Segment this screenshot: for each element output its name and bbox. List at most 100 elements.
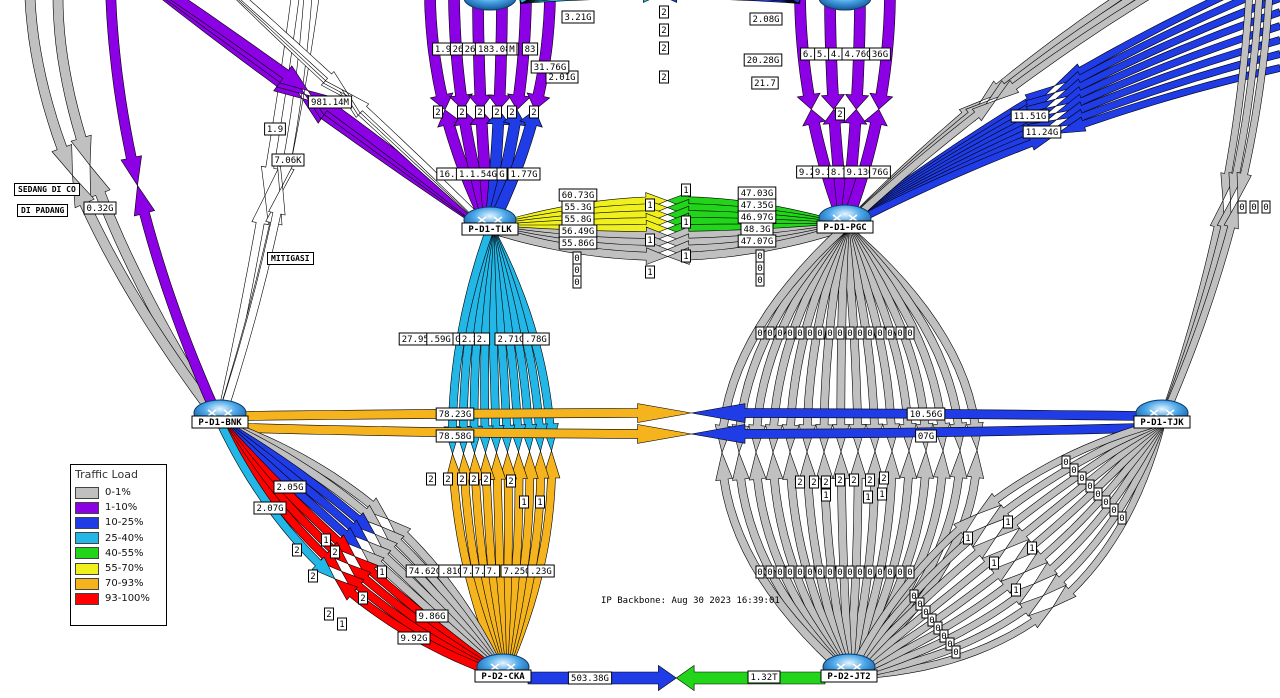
bnk-west-grey-a-in[interactable] (52, 0, 92, 167)
svg-text:26: 26 (465, 45, 476, 55)
label-count-top-5: 2 (529, 105, 539, 119)
links-layer (24, 0, 1280, 692)
tlk-top-5-in[interactable] (526, 0, 556, 111)
pgc-jt2-10-out[interactable] (798, 225, 850, 453)
tjk-north-grey-0-out[interactable] (1158, 199, 1226, 424)
center-top-8-in[interactable] (660, 0, 802, 4)
label-bnk-top-2: 7.06K (271, 153, 305, 167)
svg-text:2: 2 (661, 44, 666, 54)
center-top-0-out[interactable] (519, 0, 660, 4)
router-tjk[interactable]: P-D1-TJK (1133, 399, 1191, 429)
label-tlk-pgc-grey-left-1: 0 (572, 263, 582, 277)
router-tlk[interactable]: P-D1-TLK (461, 206, 519, 236)
tlk-pgc-8-in[interactable] (666, 222, 847, 265)
svg-text:9.86G: 9.86G (418, 612, 445, 622)
stamp-mitigasi: MITIGASI (267, 252, 314, 265)
svg-text:0: 0 (877, 329, 882, 339)
tjk-north-grey-2-in[interactable] (1236, 0, 1274, 202)
svg-text:1.9: 1.9 (267, 125, 283, 135)
label-count-mid-1: 1 (645, 198, 655, 212)
svg-text:0: 0 (897, 329, 902, 339)
bnk-west-purple-in[interactable] (105, 0, 142, 187)
svg-text:55.8G: 55.8G (564, 215, 591, 225)
tlk-west-white-2-in[interactable] (198, 0, 348, 94)
svg-text:0: 0 (827, 568, 832, 578)
pgc-ne-grey-2-out[interactable] (842, 99, 997, 231)
svg-text:0: 0 (1111, 506, 1116, 516)
pgc-ne-grey-2-in[interactable] (994, 0, 1160, 102)
svg-text:0: 0 (929, 616, 934, 626)
svg-text:8.7: 8.7 (831, 168, 847, 178)
nodes-layer: P-D1-TLK P-D1-PGC P-D1-BNK P-D1-TJK P-D2-CKA… (191, 0, 1191, 683)
tlk-west-white-0-in[interactable] (198, 0, 344, 98)
router-pgc[interactable]: P-D1-PGC (816, 204, 874, 234)
label-zero-top-10: 0 (855, 326, 865, 340)
label-cka-tlk-6: .23G (527, 564, 555, 578)
svg-text:2.2: 2.2 (462, 335, 478, 345)
label-zero-bottom-6: 0 (815, 565, 825, 579)
link-labels-layer: 60.73G55.3G55.8G56.49G55.86G47.03G47.35G… (83, 5, 1271, 685)
router-jt2[interactable]: P-D2-JT2 (820, 653, 878, 683)
svg-text:2: 2 (811, 478, 816, 488)
pgc-ne-blue-7-in[interactable] (1056, 64, 1280, 134)
bnk-west-purple-out[interactable] (133, 184, 225, 425)
center-top-8-out[interactable] (518, 0, 660, 4)
svg-text:1: 1 (683, 186, 688, 196)
label-zero-bottom-8: 0 (835, 565, 845, 579)
label-count-grey-1: 2 (809, 475, 819, 489)
svg-text:503.38G: 503.38G (571, 674, 609, 684)
svg-text:2: 2 (661, 8, 666, 18)
label-cka-tlk-4: 7. (483, 564, 501, 578)
label-count-tjk-2: 1 (1011, 583, 1021, 597)
router-cka[interactable]: P-D2-CKA (474, 653, 532, 683)
label-zero-top-2: 0 (775, 326, 785, 340)
svg-text:0: 0 (807, 568, 812, 578)
router-label-cka: P-D2-CKA (481, 672, 525, 682)
svg-text:2: 2 (881, 474, 886, 484)
bnk-north-white-c-out[interactable] (215, 184, 286, 424)
legend-row-5: 55-70% (71, 561, 166, 576)
legend-row-3: 25-40% (71, 531, 166, 546)
tlk-west-purple-1-in[interactable] (117, 0, 306, 95)
svg-text:1.32T: 1.32T (750, 673, 778, 683)
tlk-cka-9-in[interactable] (445, 452, 508, 678)
svg-text:0: 0 (867, 329, 872, 339)
svg-text:0: 0 (1263, 203, 1268, 213)
label-pgc-mid-3: 9.13G (843, 165, 877, 179)
label-tlk-top-0: 1.9 (432, 42, 454, 56)
label-count-tjk-1: 1 (1027, 541, 1037, 555)
tlk-pgc-8-out[interactable] (488, 224, 669, 266)
tlk-top-4-in[interactable] (507, 0, 532, 111)
label-zero-jt2-7: 0 (951, 645, 961, 659)
svg-text:2: 2 (508, 477, 513, 487)
center-top-0-in[interactable] (660, 0, 801, 4)
label-count-top-1: 2 (457, 105, 467, 119)
bnk-cka-8-out[interactable] (215, 419, 336, 580)
label-tlk-pgc-left-0: 60.73G (558, 188, 598, 202)
legend-label: 1-10% (105, 502, 138, 514)
tjk-north-grey-1-in[interactable] (1228, 0, 1264, 202)
tjk-north-grey-2-out[interactable] (1158, 199, 1239, 424)
label-tlk-pgc-left-4: 55.86G (558, 236, 598, 250)
svg-text:1: 1 (965, 534, 970, 544)
bnk-north-white-a-out[interactable] (215, 194, 269, 424)
svg-text:78.23G: 78.23G (439, 410, 472, 420)
pgc-jt2-15-in[interactable] (715, 451, 853, 680)
svg-text:M: M (509, 45, 515, 55)
svg-text:.23G: .23G (530, 567, 552, 577)
tlk-west-purple-2-in[interactable] (117, 0, 309, 91)
svg-text:9.13G: 9.13G (846, 168, 873, 178)
router-bnk[interactable]: P-D1-BNK (191, 399, 249, 429)
label-zero-top-7: 0 (825, 326, 835, 340)
svg-text:2: 2 (837, 476, 842, 486)
svg-text:0: 0 (767, 568, 772, 578)
label-zero-bottom-13: 0 (885, 565, 895, 579)
svg-text:1: 1 (1005, 518, 1010, 528)
tjk-north-grey-0-in[interactable] (1220, 0, 1254, 202)
bnk-west-grey-b-in[interactable] (24, 0, 73, 177)
label-zero-jt2-0: 0 (909, 589, 919, 603)
label-bnk-tjk-left-0: 78.23G (435, 407, 475, 421)
svg-text:10.56G: 10.56G (910, 410, 943, 420)
svg-text:2: 2 (867, 476, 872, 486)
label-zero-top-15: 0 (905, 326, 915, 340)
